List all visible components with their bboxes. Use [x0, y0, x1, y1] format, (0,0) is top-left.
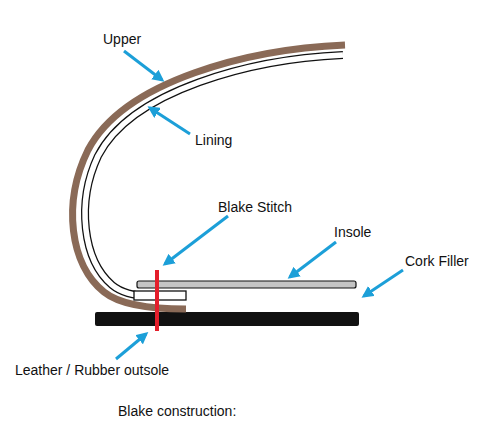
part-label: Cork Filler: [405, 253, 469, 269]
leader-arrow: [124, 51, 162, 80]
part-label: Insole: [334, 224, 371, 240]
blake-stitch: [155, 270, 159, 331]
upper-leather: [73, 45, 345, 309]
leader-arrow: [290, 242, 336, 277]
leader-arrow: [165, 216, 228, 264]
part-label: Lining: [195, 132, 232, 148]
lining: [85, 55, 343, 296]
part-label: Blake Stitch: [218, 199, 292, 215]
caption: Blake construction:: [118, 403, 236, 419]
part-label: Upper: [103, 31, 141, 47]
lining-end: [343, 51, 346, 59]
leader-arrow: [150, 108, 190, 134]
insole: [137, 281, 356, 288]
lining-outline: [85, 55, 343, 296]
leader-arrow: [116, 334, 146, 359]
outsole: [95, 312, 359, 326]
lining-fold: [134, 291, 186, 300]
part-label: Leather / Rubber outsole: [15, 362, 169, 378]
leader-arrow: [364, 270, 403, 296]
